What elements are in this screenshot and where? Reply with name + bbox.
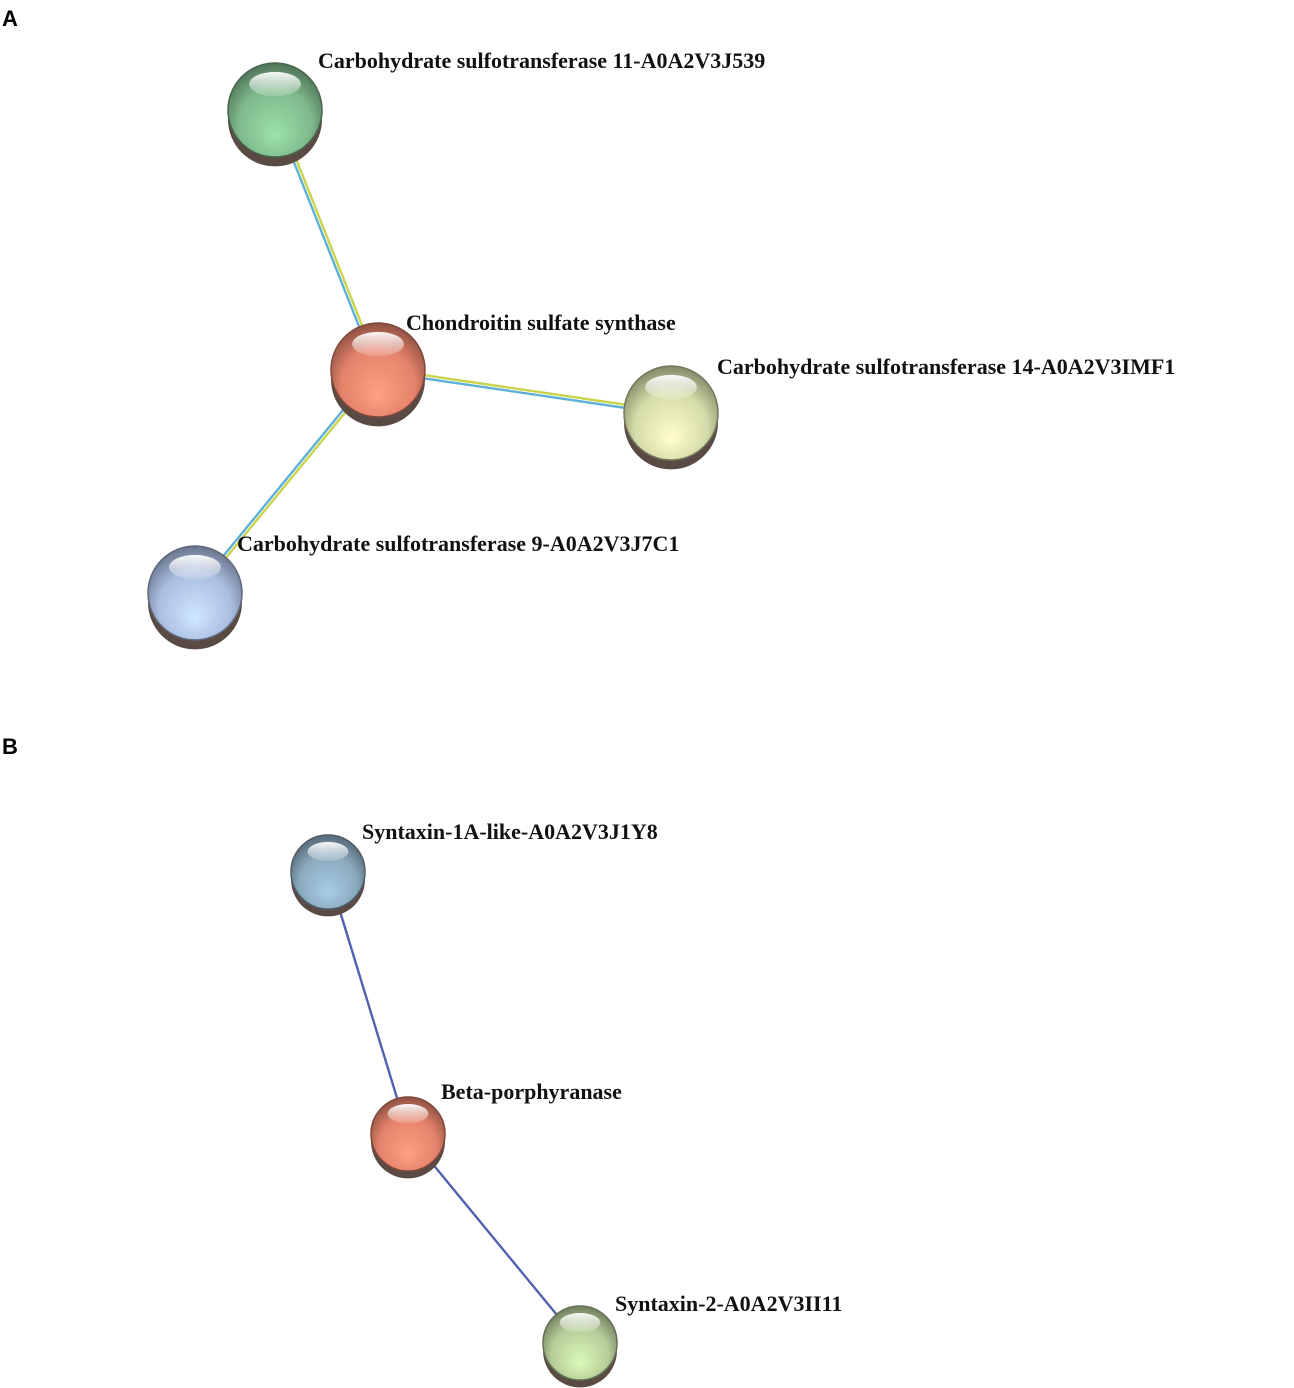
node-label: Syntaxin-2-A0A2V3II11 [615,1291,842,1316]
panel-a: A Carbohydrate sulfotransferase 11-A0A2V… [2,6,1175,650]
node-highlight [249,71,301,97]
node-cst14: Carbohydrate sulfotransferase 14-A0A2V3I… [623,354,1175,470]
node-label: Syntaxin-1A-like-A0A2V3J1Y8 [362,819,658,844]
edge-css-cst14 [377,367,672,416]
panel-a-letter: A [2,6,18,31]
panel-b-letter: B [2,734,18,759]
node-highlight [307,842,349,862]
node-label: Chondroitin sulfate synthase [406,310,676,335]
node-highlight [352,331,404,357]
panel-a-edges [192,108,672,595]
edge-line [407,1133,581,1344]
edge-bp-stx2 [407,1133,581,1344]
panel-a-nodes: Carbohydrate sulfotransferase 11-A0A2V3J… [147,48,1175,650]
edge-line [326,871,410,1135]
node-bp: Beta-porphyranase [370,1079,622,1179]
node-label: Carbohydrate sulfotransferase 9-A0A2V3J7… [237,531,679,556]
node-stx2: Syntaxin-2-A0A2V3II11 [542,1291,842,1388]
node-stx1a: Syntaxin-1A-like-A0A2V3J1Y8 [290,819,658,917]
node-label: Carbohydrate sulfotransferase 14-A0A2V3I… [717,354,1175,379]
node-highlight [169,554,221,580]
node-cst9: Carbohydrate sulfotransferase 9-A0A2V3J7… [147,531,679,650]
node-css: Chondroitin sulfate synthase [330,310,676,427]
node-cst11: Carbohydrate sulfotransferase 11-A0A2V3J… [227,48,765,167]
panel-b: B Syntaxin-1A-like-A0A2V3J1Y8Beta-porphy… [2,734,842,1388]
node-label: Beta-porphyranase [441,1079,622,1104]
node-highlight [387,1104,429,1124]
node-label: Carbohydrate sulfotransferase 11-A0A2V3J… [318,48,765,73]
node-highlight [559,1313,601,1333]
edge-stx1a-bp [326,871,410,1135]
edge-line [377,370,671,416]
panel-b-nodes: Syntaxin-1A-like-A0A2V3J1Y8Beta-porphyra… [290,819,842,1388]
panel-b-edges [326,871,581,1344]
node-highlight [645,374,697,400]
edge-line [378,367,672,413]
